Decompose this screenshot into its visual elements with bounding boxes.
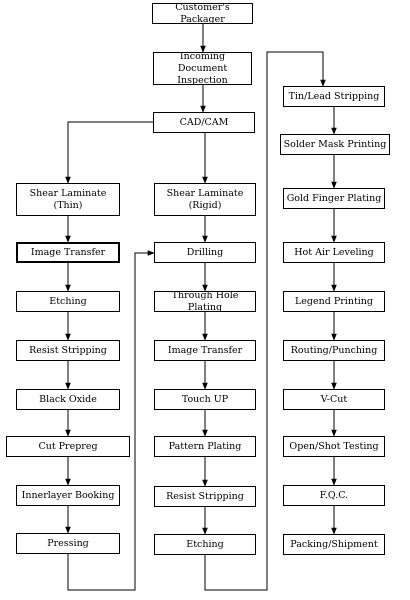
node-v-cut: V-Cut: [283, 389, 385, 410]
node-shear-laminate-thin: Shear Laminate (Thin): [16, 183, 120, 216]
node-resist-stripping-1: Resist Stripping: [16, 340, 120, 361]
node-etching-2: Etching: [154, 534, 256, 555]
node-resist-stripping-2: Resist Stripping: [154, 486, 256, 507]
node-routing-punching: Routing/Punching: [283, 340, 385, 361]
flow-arrow: [67, 250, 155, 591]
node-incoming-document-inspection: Incoming Document Inspection: [153, 51, 252, 86]
node-gold-finger-plating: Gold Finger Plating: [283, 188, 385, 209]
node-customers-packager: Customer's Packager: [152, 2, 253, 25]
flow-arrow: [65, 121, 153, 184]
node-through-hole-plating: Through Hole Plating: [154, 290, 256, 313]
node-solder-mask-printing: Solder Mask Printing: [280, 134, 390, 155]
node-shear-laminate-rigid: Shear Laminate (Rigid): [154, 183, 256, 216]
node-pressing: Pressing: [16, 533, 120, 554]
node-drilling: Drilling: [154, 242, 256, 263]
node-image-transfer-1: Image Transfer: [16, 242, 120, 263]
node-pattern-plating: Pattern Plating: [154, 436, 256, 457]
node-cad-cam: CAD/CAM: [153, 112, 255, 133]
flow-arrow: [204, 51, 326, 591]
node-etching-1: Etching: [16, 291, 120, 312]
node-hot-air-leveling: Hot Air Leveling: [283, 242, 385, 263]
node-innerlayer-booking: Innerlayer Booking: [16, 485, 120, 506]
node-touch-up: Touch UP: [154, 389, 256, 410]
node-fqc: F.Q.C.: [283, 485, 385, 506]
node-legend-printing: Legend Printing: [283, 291, 385, 312]
node-packing-shipment: Packing/Shipment: [283, 534, 385, 555]
node-cut-prepreg: Cut Prepreg: [6, 436, 130, 457]
node-tin-lead-stripping: Tin/Lead Stripping: [283, 86, 385, 107]
node-black-oxide: Black Oxide: [16, 389, 120, 410]
node-open-shot-testing: Open/Shot Testing: [283, 436, 385, 457]
node-image-transfer-2: Image Transfer: [154, 340, 256, 361]
